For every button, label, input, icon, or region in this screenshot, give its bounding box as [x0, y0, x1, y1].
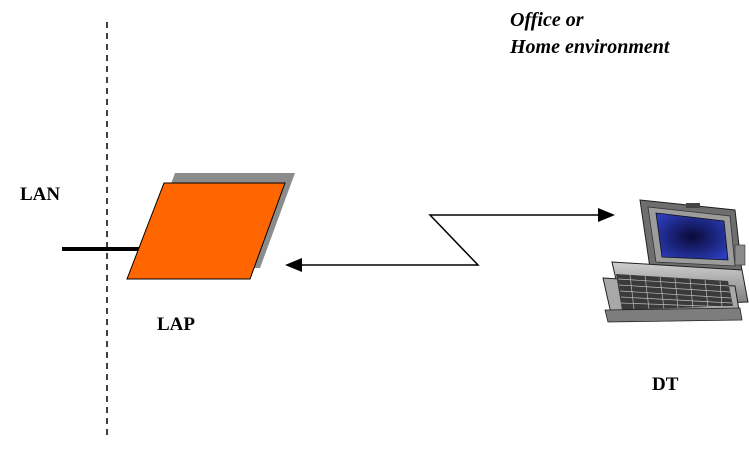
lap-label: LAP — [157, 314, 195, 335]
arrowhead-left-icon — [285, 258, 302, 272]
laptop-computer-icon — [602, 199, 749, 323]
dt-label: DT — [652, 374, 679, 395]
lan-label: LAN — [20, 184, 61, 205]
wireless-link-line — [300, 214, 600, 266]
environment-label-line1: Office or — [510, 9, 584, 31]
lap-device — [126, 182, 286, 280]
arrowhead-right-icon — [598, 208, 615, 222]
environment-label-line2: Home environment — [510, 36, 670, 58]
